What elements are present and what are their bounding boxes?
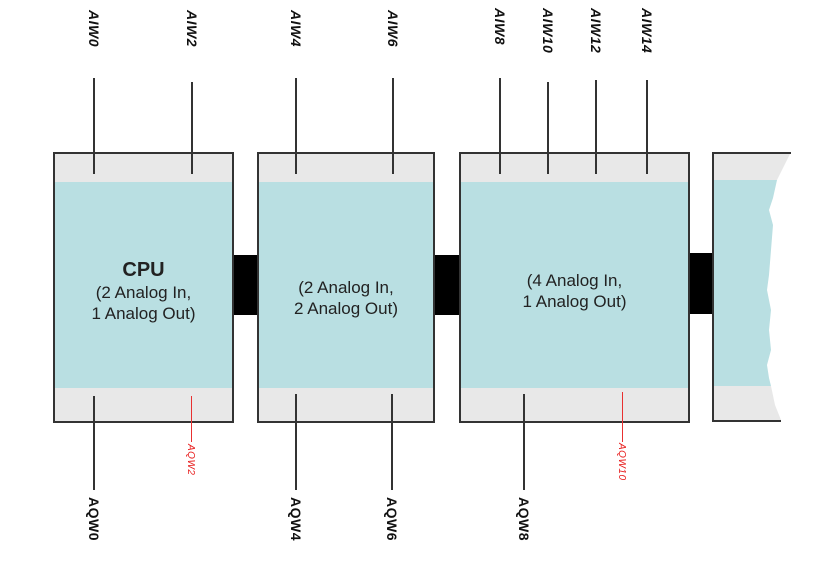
module-body [55,182,232,388]
module-desc-line2: 1 Analog Out) [522,292,627,311]
output-line [295,394,297,490]
module-title: CPU [122,259,165,281]
module-text: CPU (2 Analog In, 1 Analog Out) [55,258,232,324]
expansion-module-2: (4 Analog In, 1 Analog Out) [459,152,690,423]
module-body [259,182,433,388]
reserved-output-label: AQW10 [616,443,627,481]
output-label: AQW8 [516,497,532,541]
output-line [523,394,525,490]
input-label: AIW10 [540,8,556,54]
bus-connector [435,255,460,315]
partial-module-frame [713,152,791,180]
input-line [93,78,95,174]
module-text: (2 Analog In, 2 Analog Out) [259,277,433,319]
module-desc-line1: (2 Analog In, [95,283,192,302]
input-label: AIW6 [385,10,401,47]
module-body [461,182,688,388]
output-label: AQW6 [384,497,400,541]
input-line [646,80,648,174]
output-label: AQW4 [288,497,304,541]
output-line [93,396,95,490]
bus-connector [690,253,713,314]
reserved-output-line [191,396,192,442]
input-line [595,80,597,174]
input-label: AIW14 [639,8,655,54]
input-label: AIW2 [184,10,200,47]
partial-module-frame [713,386,781,420]
reserved-output-label: AQW2 [185,444,196,476]
partial-module-outline [712,152,791,422]
output-line [391,394,393,490]
input-line [547,82,549,174]
input-line [191,82,193,174]
module-desc-line2: 1 Analog Out) [91,304,196,323]
module-desc-line1: (4 Analog In, [526,271,623,290]
input-label: AIW0 [86,10,102,47]
input-line [392,78,394,174]
input-label: AIW12 [588,8,604,54]
expansion-module-1: (2 Analog In, 2 Analog Out) [257,152,435,423]
cpu-module: CPU (2 Analog In, 1 Analog Out) [53,152,234,423]
module-desc-line2: 2 Analog Out) [294,299,398,318]
input-label: AIW4 [288,10,304,47]
module-desc-line1: (2 Analog In, [298,278,394,297]
input-line [295,78,297,174]
input-line [499,78,501,174]
bus-connector [234,255,258,315]
partial-module [712,152,791,422]
output-label: AQW0 [86,497,102,541]
reserved-output-line [622,392,623,442]
module-text: (4 Analog In, 1 Analog Out) [461,270,688,312]
input-label: AIW8 [492,8,508,45]
partial-module-body [713,180,777,386]
